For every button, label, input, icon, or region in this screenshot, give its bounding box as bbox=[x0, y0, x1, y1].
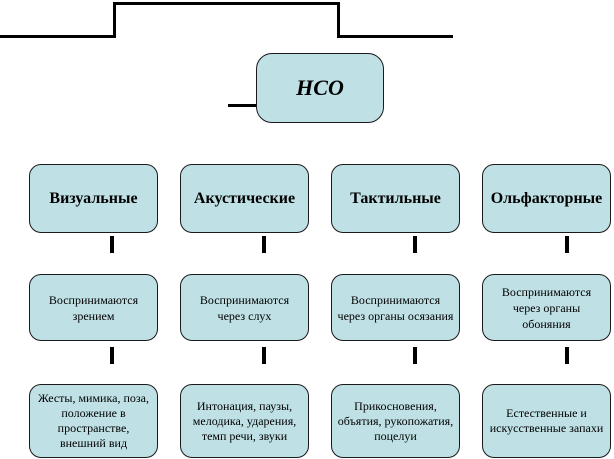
connector-visual-1 bbox=[110, 236, 114, 253]
examples-text: Прикосновения, объятия, рукопожатия, поц… bbox=[337, 398, 454, 443]
category-label: Тактильные bbox=[350, 189, 441, 207]
category-label: Акустические bbox=[193, 189, 296, 207]
category-acoustic: Акустические bbox=[180, 164, 309, 233]
perception-tactile: Воспринимаются через органы осязания bbox=[331, 274, 460, 341]
examples-tactile: Прикосновения, объятия, рукопожатия, поц… bbox=[331, 384, 460, 458]
perception-visual: Воспринимаются зрением bbox=[29, 274, 158, 341]
perception-text: Воспринимаются через слух bbox=[199, 292, 290, 323]
examples-olfactory: Естественные и искусственные запахи bbox=[482, 384, 611, 458]
category-visual: Визуальные bbox=[29, 164, 158, 233]
perception-text: Воспринимаются зрением bbox=[48, 292, 139, 323]
examples-text: Жесты, мимика, поза, положение в простра… bbox=[38, 391, 149, 450]
connector-olfactory-1 bbox=[565, 236, 569, 253]
connector-acoustic-2 bbox=[262, 347, 266, 364]
connector-tactile-1 bbox=[413, 236, 417, 253]
top-connector-top bbox=[113, 2, 340, 5]
top-connector-up bbox=[113, 2, 116, 38]
examples-acoustic: Интонация, паузы, мелодика, ударения, те… bbox=[180, 384, 309, 458]
category-tactile: Тактильные bbox=[331, 164, 460, 233]
root-node: НСО bbox=[256, 53, 384, 123]
category-label: Визуальные bbox=[49, 189, 138, 207]
connector-acoustic-1 bbox=[262, 236, 266, 253]
category-label: Ольфакторные bbox=[490, 189, 603, 207]
examples-visual: Жесты, мимика, поза, положение в простра… bbox=[29, 384, 158, 458]
root-connector-stub bbox=[228, 104, 257, 107]
perception-text: Воспринимаются через органы обоняния bbox=[501, 284, 592, 331]
connector-tactile-2 bbox=[413, 347, 417, 364]
top-connector-left bbox=[0, 35, 116, 38]
perception-text: Воспринимаются через органы осязания bbox=[337, 292, 454, 323]
perception-olfactory: Воспринимаются через органы обоняния bbox=[482, 274, 611, 341]
top-connector-right bbox=[337, 35, 453, 38]
connector-visual-2 bbox=[110, 347, 114, 364]
examples-text: Естественные и искусственные запахи bbox=[489, 406, 604, 435]
top-connector-down bbox=[337, 2, 340, 38]
root-label: НСО bbox=[296, 75, 344, 100]
connector-olfactory-2 bbox=[565, 347, 569, 364]
examples-text: Интонация, паузы, мелодика, ударения, те… bbox=[192, 398, 297, 443]
perception-acoustic: Воспринимаются через слух bbox=[180, 274, 309, 341]
category-olfactory: Ольфакторные bbox=[482, 164, 611, 233]
